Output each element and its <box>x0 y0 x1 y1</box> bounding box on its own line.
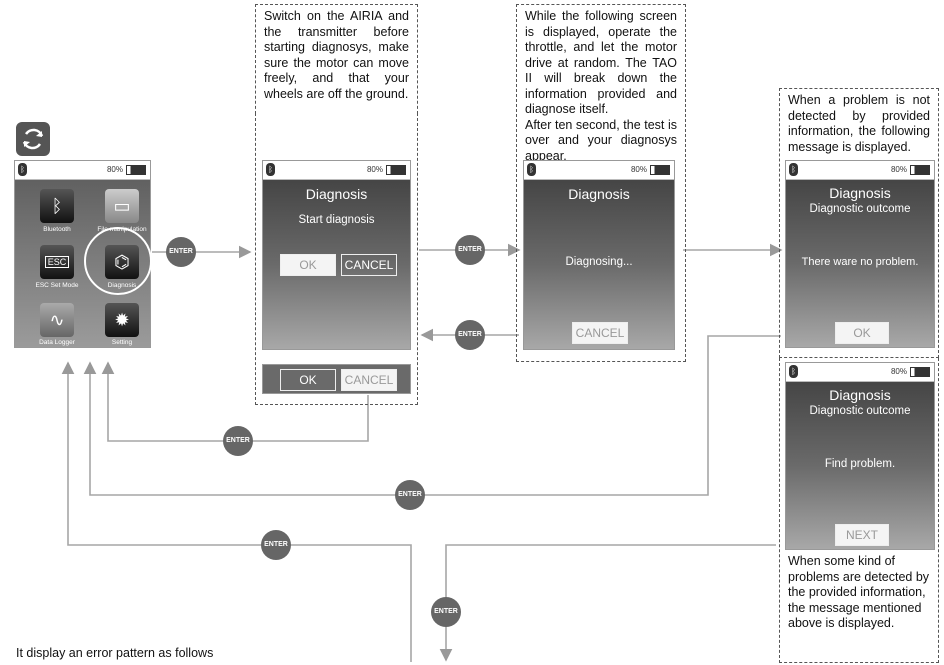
note-start-instructions: Switch on the AIRIA and the transmitter … <box>255 4 418 114</box>
battery-indicator: 80% <box>107 163 146 177</box>
battery-indicator: 80% <box>631 163 670 177</box>
menu-item-label: Data Logger <box>39 339 75 346</box>
bluetooth-status-icon: ᛒ <box>266 163 275 176</box>
battery-indicator: 80% <box>367 163 406 177</box>
cancel-button[interactable]: CANCEL <box>572 322 628 344</box>
screen-title: Diagnosis <box>305 186 368 202</box>
note-problem-detected: When some kind of problems are detected … <box>779 358 939 663</box>
bluetooth-status-icon: ᛒ <box>18 163 27 176</box>
screen-title: Diagnosis <box>568 186 630 202</box>
esc-icon[interactable]: ESC <box>40 245 74 279</box>
screen-start-button-bar: OK CANCEL <box>262 364 411 394</box>
bluetooth-icon[interactable]: ᛒ <box>40 189 74 223</box>
screen-subtitle: Diagnostic outcome <box>809 405 911 417</box>
refresh-icon <box>16 122 50 156</box>
ok-button[interactable]: OK <box>280 369 336 391</box>
diagnosis-highlight-circle <box>84 227 152 295</box>
screen-message: Find problem. <box>824 458 896 470</box>
enter-badge: ENTER <box>431 597 461 627</box>
enter-badge: ENTER <box>395 480 425 510</box>
menu-item-label: Setting <box>111 339 133 346</box>
ok-button[interactable]: OK <box>280 254 336 276</box>
gear-icon[interactable]: ✹ <box>105 303 139 337</box>
data-logger-icon[interactable]: ∿ <box>40 303 74 337</box>
screen-message: Diagnosing... <box>565 256 633 268</box>
footer-text: It display an error pattern as follows <box>16 646 214 660</box>
screen-title: Diagnosis <box>829 387 891 403</box>
ok-button[interactable]: OK <box>835 322 889 344</box>
screen-message: Start diagnosis <box>298 214 375 226</box>
battery-indicator: 80% <box>891 365 930 379</box>
note-no-problem: When a problem is not detected by provid… <box>779 88 939 358</box>
next-button[interactable]: NEXT <box>835 524 889 546</box>
bluetooth-status-icon: ᛒ <box>789 163 798 176</box>
cancel-button[interactable]: CANCEL <box>341 369 397 391</box>
enter-badge: ENTER <box>223 426 253 456</box>
enter-badge: ENTER <box>455 320 485 350</box>
note-diagnosing-instructions: While the following screen is displayed,… <box>516 4 686 362</box>
screen-diagnosing: ᛒ 80% Diagnosis Diagnosing... CANCEL <box>523 160 675 350</box>
screen-title: Diagnosis <box>829 185 891 201</box>
menu-item-label: ESC Set Mode <box>35 282 79 289</box>
folder-icon[interactable]: ▭ <box>105 189 139 223</box>
bluetooth-status-icon: ᛒ <box>789 365 798 378</box>
enter-badge: ENTER <box>166 237 196 267</box>
enter-badge: ENTER <box>261 530 291 560</box>
screen-start-diagnosis: ᛒ 80% Diagnosis Start diagnosis OK CANCEL <box>262 160 411 350</box>
screen-outcome-no-problem: ᛒ 80% Diagnosis Diagnostic outcome There … <box>785 160 935 348</box>
cancel-button[interactable]: CANCEL <box>341 254 397 276</box>
menu-item-label: Bluetooth <box>43 226 71 233</box>
bluetooth-status-icon: ᛒ <box>527 163 536 176</box>
screen-outcome-problem: ᛒ 80% Diagnosis Diagnostic outcome Find p… <box>785 362 935 550</box>
screen-message: There ware no problem. <box>801 256 919 268</box>
screen-subtitle: Diagnostic outcome <box>809 203 911 215</box>
battery-indicator: 80% <box>891 163 930 177</box>
enter-badge: ENTER <box>455 235 485 265</box>
